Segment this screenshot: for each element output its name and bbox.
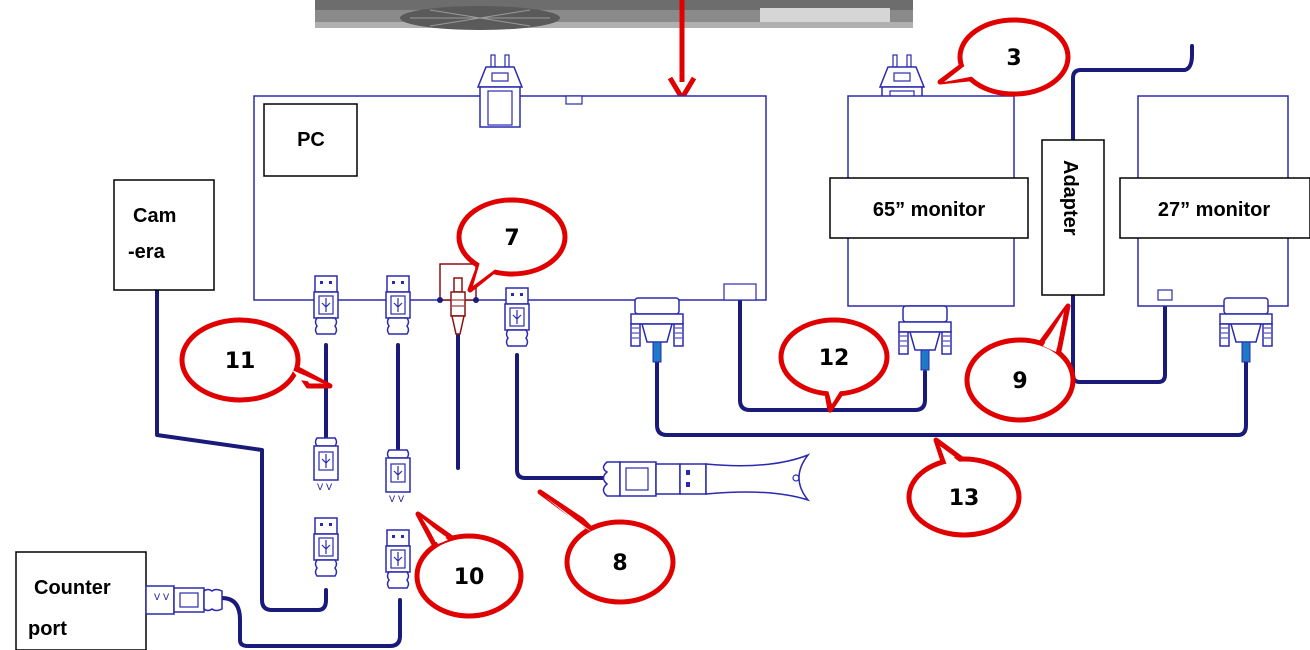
counter-cable xyxy=(222,598,400,646)
adapter-box: Adapter xyxy=(1042,140,1104,295)
svg-text:V V: V V xyxy=(154,593,170,603)
callout-11-number: 11 xyxy=(225,349,256,374)
adapter-cable-bottom xyxy=(1073,295,1165,382)
monitor27-label: 27” monitor xyxy=(1158,199,1270,221)
adapter-label: Adapter xyxy=(1059,160,1081,236)
camera-label-line2: -era xyxy=(128,241,166,263)
camera-box: Cam -era xyxy=(114,180,214,290)
monitor-65: 65” monitor xyxy=(830,96,1028,306)
usb-plug-left-lower xyxy=(314,518,338,576)
callout-12-number: 12 xyxy=(819,346,850,371)
pc-power-plug xyxy=(478,55,522,127)
monitor65-dvi-connector xyxy=(899,306,951,370)
counter-label-line2: port xyxy=(28,618,67,640)
callout-8: 8 xyxy=(540,492,673,602)
monitor-27: 27” monitor xyxy=(1120,96,1310,306)
monitor65-label: 65” monitor xyxy=(873,199,985,221)
pc-usb-plug-3 xyxy=(505,288,529,346)
pc-label: PC xyxy=(297,129,325,151)
callout-13-number: 13 xyxy=(949,486,980,511)
callout-3-number: 3 xyxy=(1006,46,1021,71)
usb-plug-right-lower xyxy=(386,530,410,588)
callout-12: 12 xyxy=(781,320,887,410)
callout-10: 10 xyxy=(417,514,521,616)
callout-9-number: 9 xyxy=(1012,369,1027,394)
callout-7-number: 7 xyxy=(504,226,519,251)
pc-usb-plug-2 xyxy=(386,276,410,334)
cable-13 xyxy=(657,362,1246,435)
cable-8 xyxy=(517,355,607,478)
pc-usb-plug-1 xyxy=(314,276,338,334)
usb-extension-left-1 xyxy=(314,438,338,493)
counter-port-box: Counter port xyxy=(16,552,146,650)
callout-9: 9 xyxy=(967,306,1073,420)
callout-11: 11 xyxy=(182,320,330,400)
callout-13: 13 xyxy=(909,440,1019,535)
counter-label-line1: Counter xyxy=(34,577,111,599)
pc-dvi-connector xyxy=(631,298,683,362)
counter-usb-plug: V V xyxy=(146,586,222,614)
usb-stick xyxy=(604,455,809,500)
device-photo xyxy=(315,0,913,30)
callout-8-number: 8 xyxy=(612,551,627,576)
usb-extension-right-1 xyxy=(386,450,410,505)
monitor27-dvi-connector xyxy=(1220,298,1272,362)
callout-10-number: 10 xyxy=(454,565,485,590)
camera-label-line1: Cam xyxy=(133,205,176,227)
callout-3: 3 xyxy=(940,20,1068,94)
